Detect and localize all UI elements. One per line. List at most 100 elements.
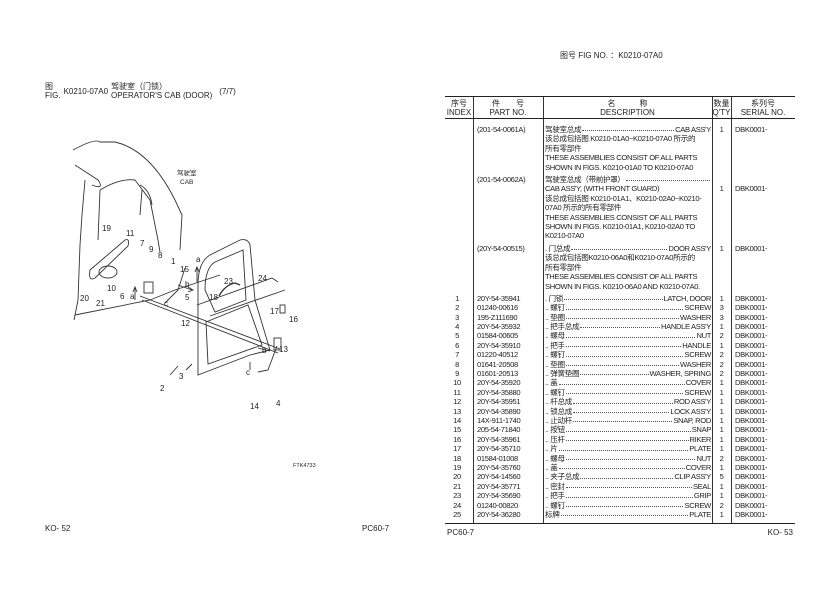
- part-number: 20Y-54-35941: [477, 293, 521, 303]
- description-en: SCREW: [684, 500, 711, 510]
- callout-label: 19: [102, 224, 111, 233]
- callout-label: 18: [209, 293, 218, 302]
- description-cn: .. 片: [545, 444, 558, 454]
- serial-number: DBK0001-: [735, 387, 768, 397]
- part-number: 20Y-54-36280: [477, 509, 521, 519]
- description-cn: .. 把手: [545, 491, 565, 501]
- door-outline: [197, 239, 271, 376]
- dot-leader: [564, 299, 663, 301]
- description-cn: . 门总成: [545, 243, 571, 253]
- callout-label: 10: [107, 284, 116, 293]
- part-number: 01584-00605: [477, 331, 518, 341]
- item-index: 19: [453, 462, 461, 472]
- description-en: WASHER: [680, 359, 711, 369]
- item-index: 4: [455, 322, 459, 332]
- dot-leader: [565, 458, 696, 460]
- part-number: 20Y-54-35760: [477, 462, 521, 472]
- part-number: 20Y-54-35880: [477, 387, 521, 397]
- dot-leader: [565, 318, 680, 320]
- callout-label: 4: [276, 399, 281, 408]
- right-page-footer: PC60-7 KO- 53: [445, 528, 795, 537]
- dot-leader: [573, 402, 673, 404]
- dot-leader: [565, 393, 684, 395]
- callout-label: c: [164, 299, 168, 308]
- quantity: 2: [719, 453, 724, 463]
- part-number: (20Y-54-00515): [477, 243, 525, 253]
- part-number: 195-Z111690: [477, 312, 518, 322]
- callout-label: 14: [250, 402, 259, 411]
- exploded-diagram: 19 11 7 9 8 1 15 a b 5 20 21 10 6 a c 12…: [72, 140, 316, 469]
- description-note: 该总成包括图 K0210-01A1、K0210-02A0~K0210-: [545, 193, 702, 203]
- callout-label: 12: [181, 319, 190, 328]
- serial-number: DBK0001-: [735, 293, 768, 303]
- sheet-number: (7/7): [219, 87, 236, 96]
- right-model: PC60-7: [447, 528, 475, 538]
- callout-labels: 19 11 7 9 8 1 15 a b 5 20 21 10 6 a c 12…: [80, 168, 316, 469]
- fig-number: 图号 FIG NO. ：K0210-07A0: [560, 51, 663, 60]
- figure-title-en: OPERATOR'S CAB (DOOR): [111, 91, 213, 100]
- callout-label: 5: [185, 293, 190, 302]
- description-note: THESE ASSEMBLIES CONSIST OF ALL PARTS: [545, 272, 698, 282]
- dot-leader: [580, 477, 674, 479]
- description-note: 所有零部件: [545, 143, 582, 153]
- serial-number: DBK0001-: [735, 243, 768, 253]
- dot-leader: [565, 505, 684, 507]
- callout-label: 13: [279, 345, 288, 354]
- arrows: [132, 265, 271, 370]
- dot-leader: [580, 374, 649, 376]
- dot-leader: [573, 421, 673, 423]
- description-note: SHOWN IN FIGS. K0210-06A0 AND K0210-07A0…: [545, 281, 700, 291]
- description-en: CAB ASS'Y: [675, 125, 711, 134]
- part-number: 01240-00820: [477, 500, 518, 510]
- part-number: 20Y-54-35932: [477, 322, 521, 332]
- description-en: SCREW: [684, 387, 711, 397]
- description-en: LOCK ASS'Y: [670, 406, 711, 416]
- dot-leader: [565, 440, 689, 442]
- description-note: 该总成包括图K0210-06A0和K0210-07A0所示的: [545, 253, 695, 263]
- serial-number: DBK0001-: [735, 509, 768, 519]
- cab-label-en: CAB: [180, 179, 193, 186]
- item-index: 11: [453, 387, 461, 397]
- dot-leader: [625, 180, 710, 182]
- part-number: 20Y-54-35951: [477, 397, 521, 407]
- drawing-code: FTK4733: [293, 463, 316, 469]
- item-index: 3: [455, 312, 459, 322]
- description-note: THESE ASSEMBLIES CONSIST OF ALL PARTS: [545, 212, 698, 222]
- description-en: CLIP ASS'Y: [674, 472, 711, 482]
- quantity: 1: [719, 481, 724, 491]
- description-en: PLATE: [689, 509, 711, 519]
- serial-number: DBK0001-: [735, 331, 768, 341]
- column-divider: [712, 96, 713, 525]
- description-en: COVER: [685, 462, 712, 472]
- serial-number: DBK0001-: [735, 184, 768, 194]
- callout-label: a: [196, 255, 201, 264]
- callout-label: 11: [126, 229, 135, 238]
- description-cn: .. 压杆: [545, 434, 565, 444]
- dot-leader: [558, 383, 685, 385]
